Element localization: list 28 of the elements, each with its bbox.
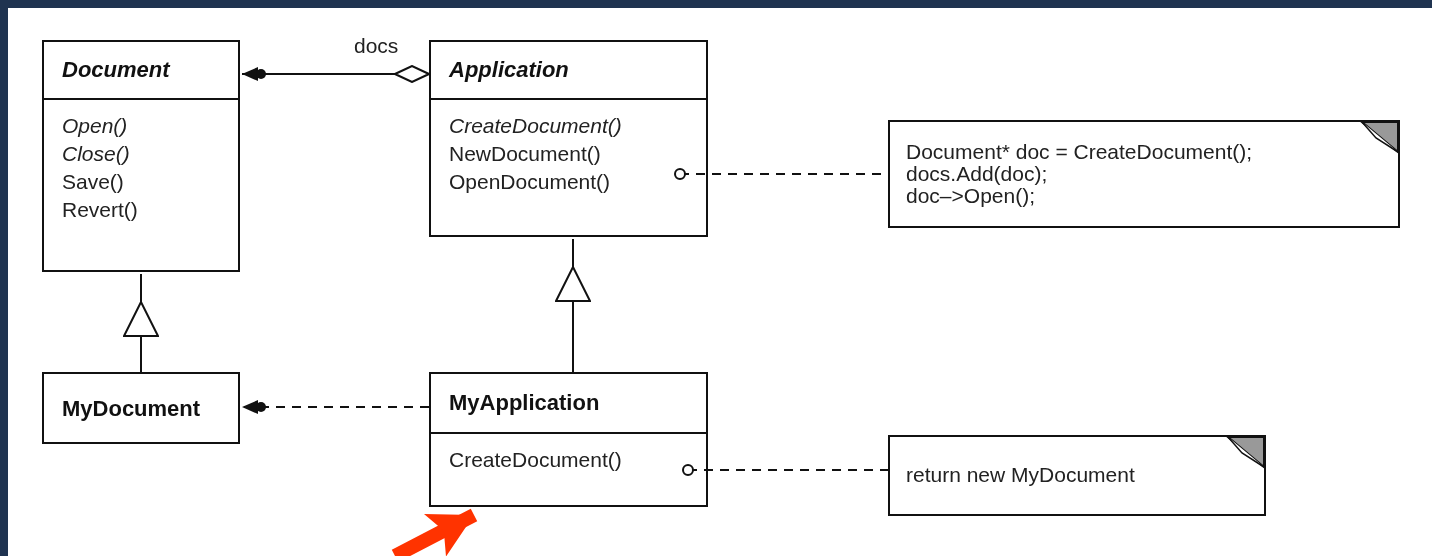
pointer-arrow <box>391 508 478 556</box>
method-name: NewDocument() <box>449 142 602 166</box>
inheritance-arrow <box>123 273 159 373</box>
note-box <box>888 120 1400 228</box>
method-name: OpenDocument() <box>449 170 612 194</box>
inheritance-arrow <box>555 238 591 373</box>
note-text: return new MyDocument <box>906 464 1136 487</box>
class-box <box>429 372 708 507</box>
aggregation-connector <box>241 65 430 83</box>
method-name: CreateDocument() <box>449 114 623 138</box>
class-name: MyDocument <box>62 396 201 422</box>
method-name: Open() <box>62 114 129 138</box>
note-box <box>888 435 1266 516</box>
method-name: Revert() <box>62 198 139 222</box>
method-name: CreateDocument() <box>449 448 623 472</box>
class-box <box>429 40 708 237</box>
class-name: MyApplication <box>449 390 600 416</box>
dependency-arrow <box>241 400 430 414</box>
class-name: Document <box>62 57 170 83</box>
note-text: doc–>Open(); <box>906 185 1035 208</box>
class-name: Application <box>449 57 569 83</box>
method-name: Save() <box>62 170 125 194</box>
note-text: Document* doc = CreateDocument(); <box>906 140 1254 163</box>
note-text: docs.Add(doc); <box>906 162 1049 185</box>
note-connector <box>682 464 889 476</box>
class-box <box>42 40 240 272</box>
method-name: Close() <box>62 142 131 166</box>
class-box <box>42 372 240 444</box>
